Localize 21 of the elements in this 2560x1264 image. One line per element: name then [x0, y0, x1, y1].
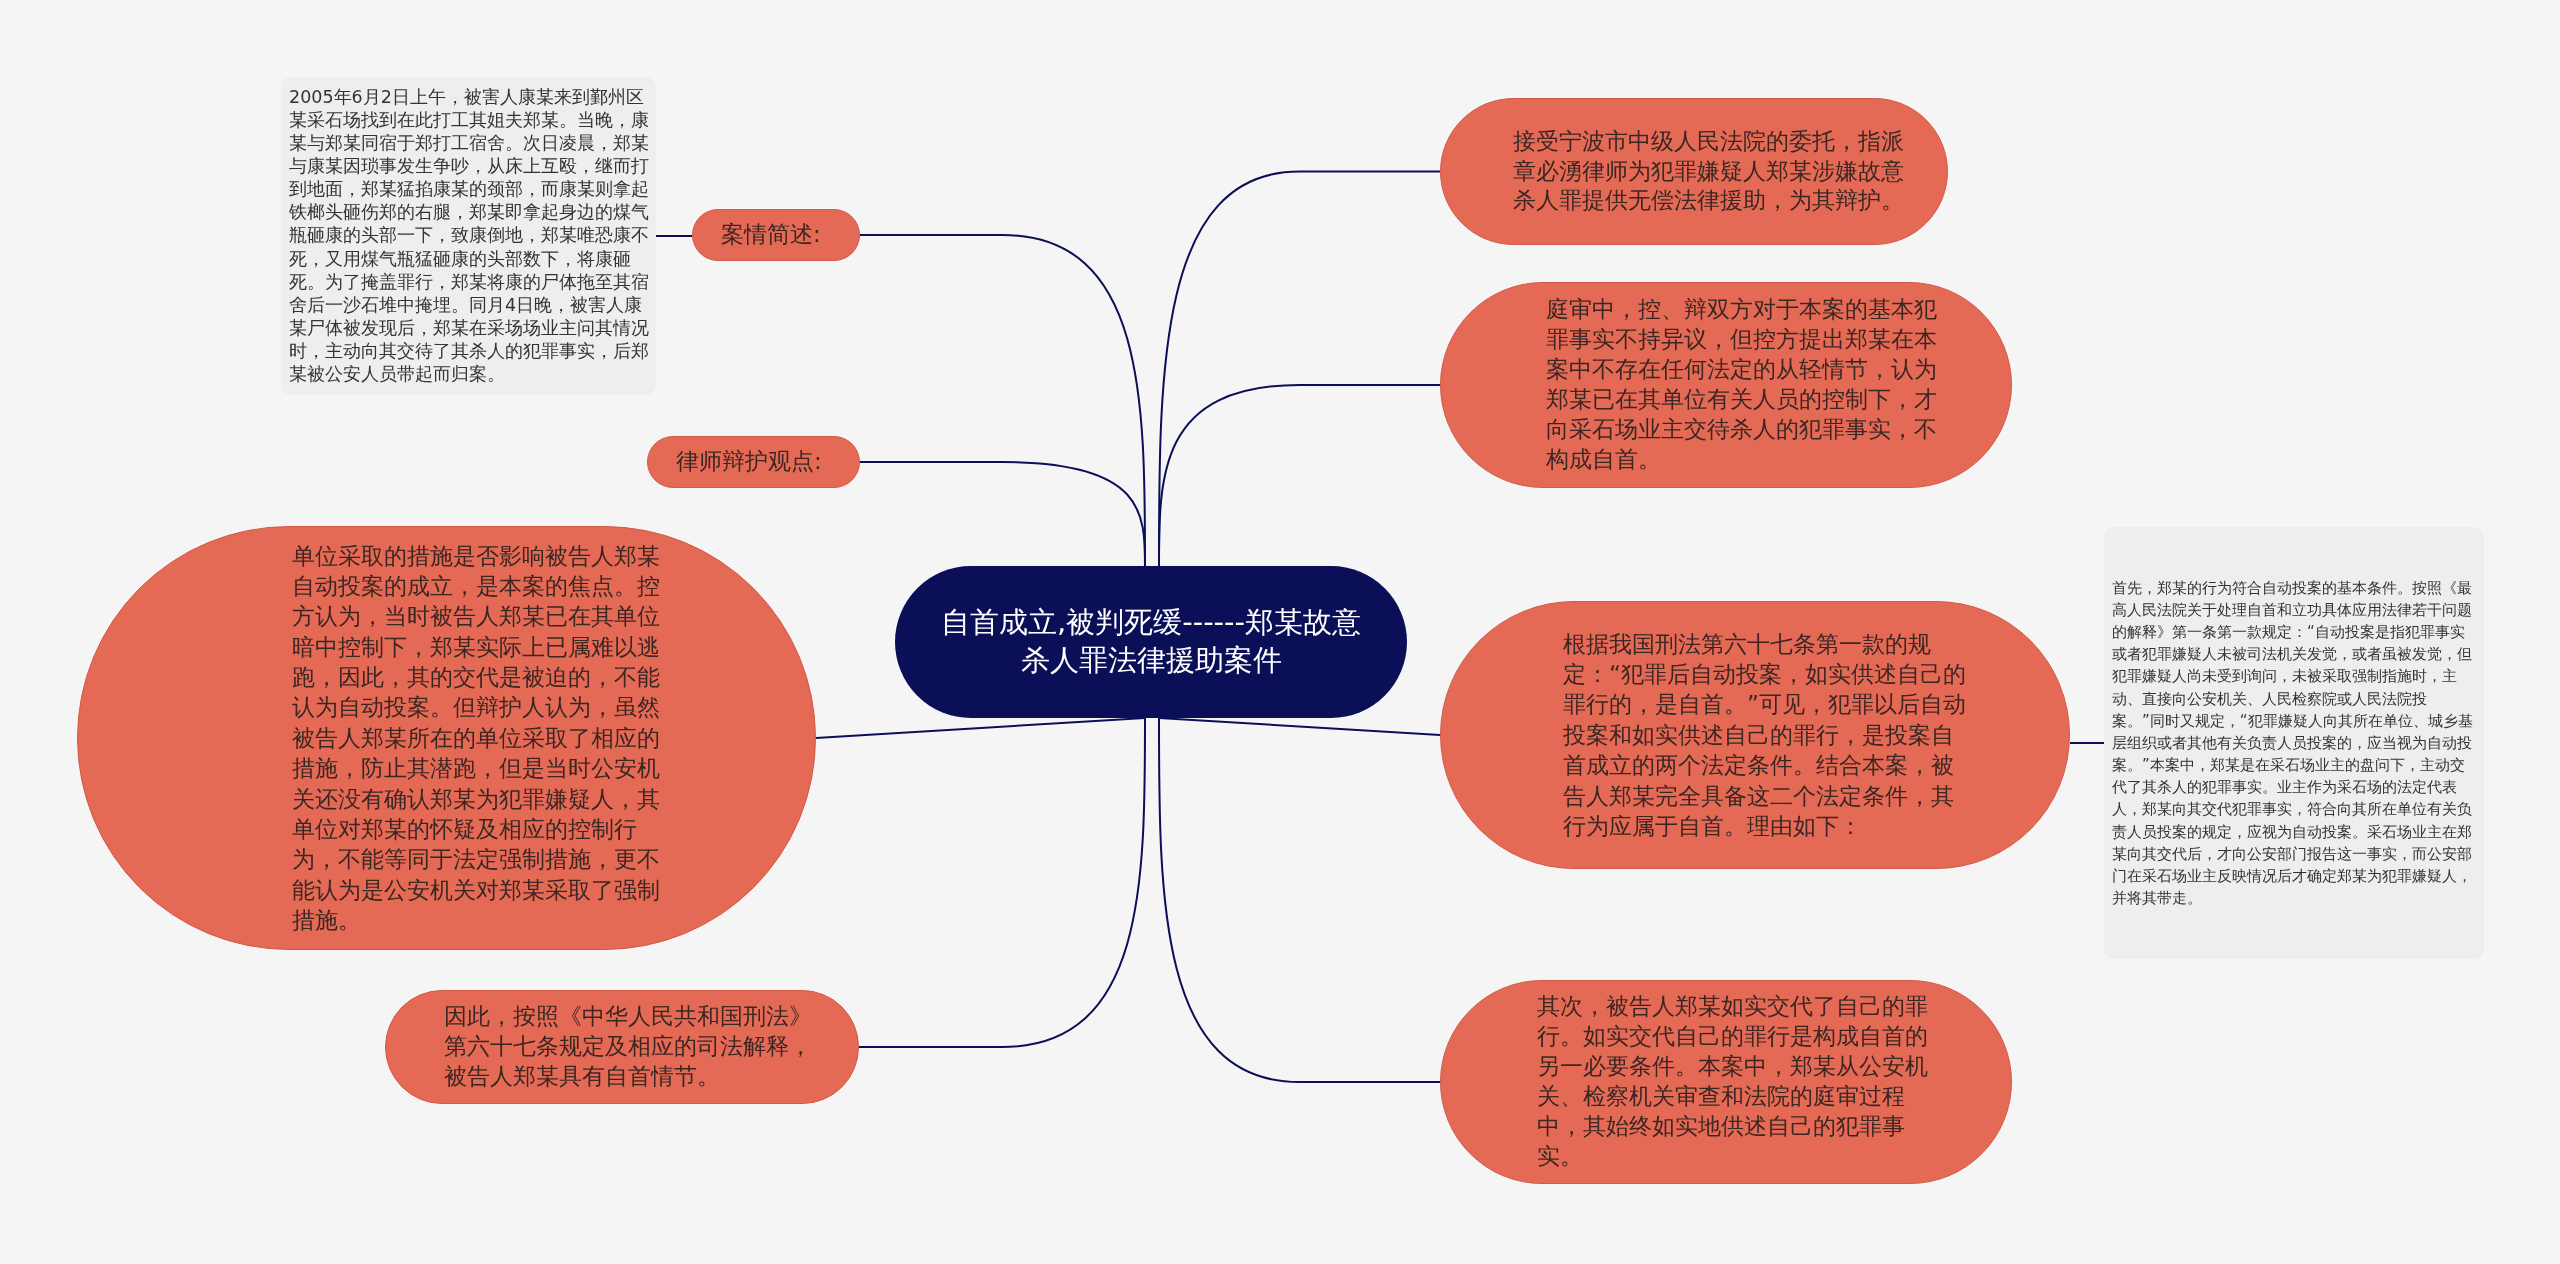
connector-line: [1158, 717, 1441, 1083]
topic-text: 2005年6月2日上午，被害人康某来到鄞州区某采石场找到在此打工其姐夫郑某。当晚，康某与郑某同宿于郑打工宿舍。次日凌晨，郑某与康某因琐事发生争吵，从床上互殴，继而打到地面，郑某猛掐康某的颈部，而康某则拿起铁榔头砸伤郑的右腿，郑某即拿起身边的煤气瓶砸康的头部一下，致康倒地，郑某唯恐康不死，又用煤气瓶猛砸康的头部数下，将康砸死。为了掩盖罪行，郑某将康的尸体拖至其宿舍后一沙石堆中掩埋。同月4日晚，被害人康某尸体被发现后，郑某在采场场业主问其情况时，主动向其交待了其杀人的犯罪事实，后郑某被公安人员带起而归案。: [289, 85, 650, 386]
topic-text: 单位采取的措施是否影响被告人郑某自动投案的成立，是本案的焦点。控方认为，当时被告人郑某已在其单位暗中控制下，郑某实际上已属难以逃跑，因此，其的交代是被迫的，不能认为自动投案。但辩护人认为，虽然被告人郑某所在的单位采取了相应的措施，防止其潜跑，但是当时公安机关还没有确认郑某为犯罪嫌疑人，其单位对郑某的怀疑及相应的控制行为，不能等同于法定强制措施，更不能认为是公安机关对郑某采取了强制措施。: [292, 541, 661, 935]
topic-text: 因此，按照《中华人民共和国刑法》第六十七条规定及相应的司法解释，被告人郑某具有自首情节。: [444, 1002, 813, 1091]
topic-pill: [647, 436, 860, 488]
title-text: 自首成立,被判死缓------郑某故意杀人罪法律援助案件: [940, 604, 1362, 679]
topic-text: 律师辩护观点:: [676, 448, 823, 476]
connector-line: [655, 235, 693, 237]
topic-pill: [692, 209, 860, 261]
connector-line: [859, 461, 1146, 567]
topic-text: 其次，被告人郑某如实交代了自己的罪行。如实交代自己的罪行是构成自首的另一必要条件。本案中，郑某从公安机关、检察机关审查和法院的庭审过程中，其始终如实地供述自己的犯罪事实。: [1537, 992, 1929, 1171]
topic-text: 庭审中，控、辩双方对于本案的基本犯罪事实不持异议，但控方提出郑某在本案中不存在任何法定的从轻情节，认为郑某已在其单位有关人员的控制下，才向采石场业主交待杀人的犯罪事实，不构成自首。: [1546, 295, 1938, 474]
topic-text: 案情简述:: [721, 221, 822, 249]
connector-line: [2069, 742, 2105, 744]
note-card: [2104, 527, 2484, 959]
connector-line: [815, 717, 1146, 739]
connector-line: [858, 717, 1146, 1048]
connector-line: [1158, 717, 1441, 736]
topic-text: 根据我国刑法第六十七条第一款的规定：“犯罪后自动投案，如实供述自己的罪行的，是自首。”可见，犯罪以后自动投案和如实供述自己的罪行，是投案自首成立的两个法定条件。结合本案，被告人郑某完全具备这二个法定条件，其行为应属于自首。理由如下：: [1563, 629, 1967, 841]
topic-text: 首先，郑某的行为符合自动投案的基本条件。按照《最高人民法院关于处理自首和立功具体应用法律若干问题的解释》第一条第一款规定：“自动投案是指犯罪事实或者犯罪嫌疑人未被司法机关发觉，或者虽被发觉，但犯罪嫌疑人尚未受到询问，未被采取强制指施时，主动、直接向公安机关、人民检察院或人民法院投案。”同时又规定，“犯罪嫌疑人向其所在单位、城乡基层组织或者其他有关负责人员投案的，应当视为自动投案。”本案中，郑某是在采石场业主的盘问下，主动交代了其杀人的犯罪事实。业主作为采石场的法定代表人，郑某向其交代犯罪事实，符合向其所在单位有关负责人员投案的规定，应视为自动投案。采石场业主在郑某向其交代后，才向公安部门报告这一事实，而公安部门在采石场业主反映情况后才确定郑某为犯罪嫌疑人，并将其带走。: [2112, 577, 2474, 910]
topic-text: 接受宁波市中级人民法院的委托，指派章必湧律师为犯罪嫌疑人郑某涉嫌故意杀人罪提供无偿法律援助，为其辩护。: [1513, 126, 1905, 216]
